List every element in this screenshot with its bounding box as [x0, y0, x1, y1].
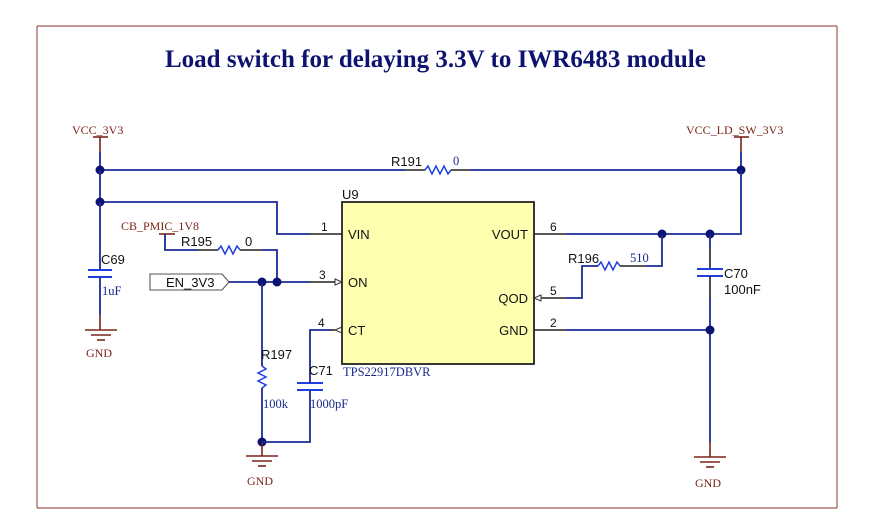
c69-ref: C69	[101, 252, 125, 267]
pin-name-on: ON	[348, 275, 368, 290]
wire-vout	[566, 170, 742, 235]
pin-number-vin: 1	[321, 220, 328, 234]
r196-resistor-symbol	[597, 260, 621, 272]
pin-name-gnd: GND	[499, 323, 528, 338]
pin-number-vout: 6	[550, 220, 557, 234]
r195-value: 0	[245, 234, 252, 249]
en-3v3-port	[149, 273, 230, 291]
r196-value: 510	[630, 251, 649, 265]
pin-number-qod: 5	[550, 284, 557, 298]
c71-ref: C71	[309, 363, 333, 378]
pin-name-ct: CT	[348, 323, 365, 338]
input-arrow-icon	[532, 294, 542, 302]
junction-dot	[272, 277, 282, 287]
c70-ref: C70	[724, 266, 748, 281]
wire-r195-to-on	[262, 249, 278, 282]
net-label-cb-pmic-1v8: CB_PMIC_1V8	[121, 219, 199, 233]
sheet-title: Load switch for delaying 3.3V to IWR6483…	[165, 46, 706, 73]
r197-ref: R197	[261, 347, 292, 362]
gnd-label: GND	[247, 474, 273, 488]
ic-ref: U9	[342, 187, 359, 202]
gnd-symbol-r197	[246, 442, 278, 467]
r197-value: 100k	[263, 397, 289, 411]
wire-c71-to-ct	[309, 329, 330, 383]
wire-vin	[99, 170, 310, 235]
pin-name-qod: QOD	[498, 291, 528, 306]
output-arrow-icon	[333, 326, 343, 334]
r191-value: 0	[453, 154, 459, 168]
gnd-symbol-c70	[694, 442, 726, 468]
gnd-label: GND	[695, 476, 721, 490]
ic-u9-body	[341, 201, 535, 365]
c69-value: 1uF	[102, 284, 122, 298]
wire-c71-bottom	[262, 390, 311, 443]
pin-name-vout: VOUT	[492, 227, 528, 242]
gnd-symbol-c69	[85, 315, 117, 341]
wire-qod-to-r196	[566, 265, 598, 299]
r195-resistor-symbol	[217, 244, 241, 256]
r195-ref: R195	[181, 234, 212, 249]
wire-r196-to-vout	[646, 234, 663, 267]
r191-ref: R191	[391, 154, 422, 169]
en-3v3-label: EN_3V3	[166, 275, 214, 290]
wire-vcc-top-right	[470, 152, 742, 171]
c71-value: 1000pF	[310, 397, 348, 411]
r191-resistor-symbol	[424, 164, 452, 176]
input-arrow-icon	[334, 278, 344, 286]
wire-vcc-top-left	[99, 152, 405, 171]
c70-value: 100nF	[724, 282, 761, 297]
pin-number-on: 3	[319, 268, 326, 282]
r197-resistor-symbol	[256, 365, 268, 389]
net-label-vcc-ld-sw-3v3: VCC_LD_SW_3V3	[686, 123, 783, 137]
junction-dot	[705, 325, 715, 335]
r196-ref: R196	[568, 251, 599, 266]
wire-cb-pmic	[164, 234, 198, 251]
pin-number-gnd: 2	[550, 316, 557, 330]
pin-name-vin: VIN	[348, 227, 370, 242]
gnd-label: GND	[86, 346, 112, 360]
net-label-vcc-3v3: VCC_3V3	[72, 123, 123, 137]
ic-part-number: TPS22917DBVR	[343, 365, 431, 379]
pin-number-ct: 4	[318, 316, 325, 330]
